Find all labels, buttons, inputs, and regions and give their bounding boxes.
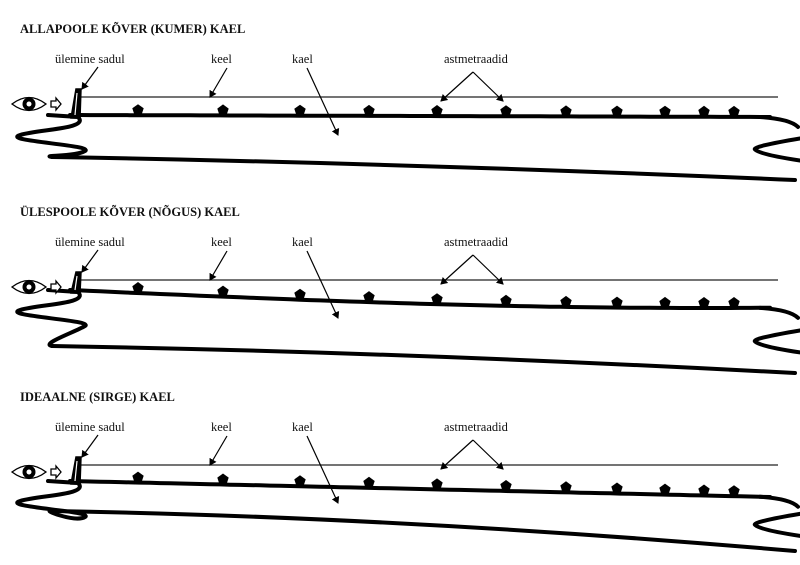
neck-back-edge xyxy=(50,509,797,553)
label-neck: kael xyxy=(292,52,313,66)
fret xyxy=(363,476,375,488)
fret xyxy=(500,480,512,491)
eye-icon xyxy=(10,464,48,480)
fret xyxy=(698,105,710,117)
fret xyxy=(294,288,306,300)
fret-arrow-left xyxy=(440,254,474,285)
fret xyxy=(611,296,623,308)
fret xyxy=(659,105,671,117)
fret xyxy=(363,104,375,116)
fret xyxy=(431,105,443,116)
neck-break-right xyxy=(752,136,800,163)
neck-back-edge xyxy=(50,155,797,182)
fret xyxy=(217,285,229,297)
fret xyxy=(431,293,443,304)
string-arrow xyxy=(209,67,228,98)
panel-title: IDEAALNE (SIRGE) KAEL xyxy=(20,390,175,404)
fret xyxy=(560,481,572,493)
panel-concave: ÜLESPOOLE KÕVER (NÕGUS) KAEL ülemine sadu… xyxy=(10,205,800,375)
neck-arrow xyxy=(306,250,340,319)
label-nut: ülemine sadul xyxy=(55,52,125,66)
view-arrow-icon xyxy=(50,279,62,295)
fret xyxy=(132,471,144,483)
label-neck: kael xyxy=(292,420,313,434)
neck-right-edge xyxy=(758,305,800,320)
fret xyxy=(560,295,572,307)
eye-icon xyxy=(10,96,48,112)
fret xyxy=(500,294,512,306)
neck-arrow xyxy=(306,435,340,504)
fret xyxy=(698,484,710,496)
fret-arrow-right xyxy=(472,439,504,470)
neck-break-right xyxy=(752,328,800,355)
fret xyxy=(659,483,671,495)
fret xyxy=(363,291,375,302)
fret xyxy=(217,104,229,116)
fret xyxy=(500,105,512,117)
fretboard-edge xyxy=(68,479,772,499)
fret-arrow-right xyxy=(472,254,504,285)
nut-arrow xyxy=(81,66,99,90)
fret-arrow-right xyxy=(472,71,504,102)
view-arrow-icon xyxy=(50,96,62,112)
neck-break-right xyxy=(752,511,800,538)
label-string: keel xyxy=(211,235,232,249)
label-frets: astmetraadid xyxy=(444,235,509,249)
fret xyxy=(728,105,740,117)
fret xyxy=(294,475,306,487)
neck-right-edge xyxy=(758,114,800,129)
neck-arrow xyxy=(306,67,340,136)
neck-break-left xyxy=(15,479,88,521)
neck-right-edge xyxy=(758,494,800,509)
label-nut: ülemine sadul xyxy=(55,420,125,434)
view-arrow-icon xyxy=(50,464,62,480)
nut-arrow xyxy=(81,249,99,273)
fret-arrow-left xyxy=(440,71,474,102)
label-neck: kael xyxy=(292,235,313,249)
neck-break-left xyxy=(15,288,88,348)
label-frets: astmetraadid xyxy=(444,52,509,66)
eye-icon xyxy=(10,279,48,295)
fret xyxy=(431,478,443,490)
fretboard-edge xyxy=(68,113,772,119)
fret xyxy=(611,482,623,494)
string-arrow xyxy=(209,435,228,466)
label-nut: ülemine sadul xyxy=(55,235,125,249)
fret-arrow-left xyxy=(440,439,474,470)
fret xyxy=(698,297,710,308)
fretboard-edge xyxy=(68,288,772,310)
fret xyxy=(132,282,144,293)
fret xyxy=(728,485,740,496)
label-string: keel xyxy=(211,420,232,434)
fret xyxy=(294,104,306,116)
fret xyxy=(611,105,623,117)
label-string: keel xyxy=(211,52,232,66)
fret xyxy=(132,104,144,115)
fret xyxy=(217,473,229,485)
nut-arrow xyxy=(81,434,99,458)
fret xyxy=(728,297,740,308)
neck-back-edge xyxy=(50,344,797,375)
panel-convex: ALLAPOOLE KÕVER (KUMER) KAEL ülemine sadu… xyxy=(10,22,800,182)
fret xyxy=(659,296,671,308)
label-frets: astmetraadid xyxy=(444,420,509,434)
panel-title: ÜLESPOOLE KÕVER (NÕGUS) KAEL xyxy=(20,205,240,219)
panel-title: ALLAPOOLE KÕVER (KUMER) KAEL xyxy=(20,22,245,36)
panel-straight: IDEAALNE (SIRGE) KAEL ülemine sadul keel ka… xyxy=(10,390,800,553)
string-arrow xyxy=(209,250,228,281)
fret xyxy=(560,105,572,117)
neck-break-left xyxy=(15,113,88,159)
